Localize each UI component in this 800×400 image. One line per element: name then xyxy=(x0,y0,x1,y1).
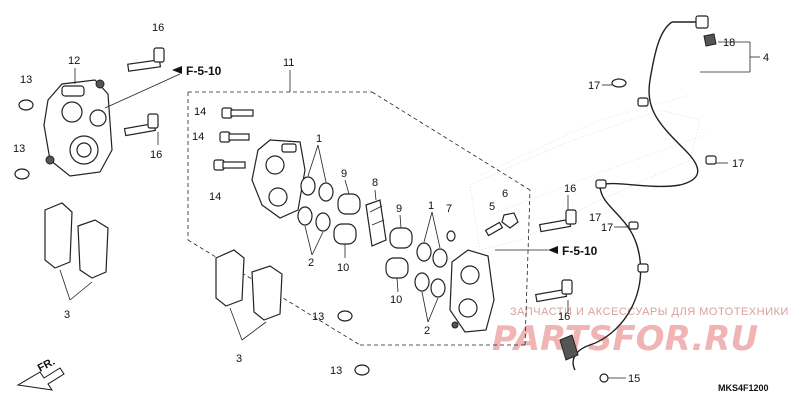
seals-group-b xyxy=(414,211,448,323)
ref-label-bottom: F-5-10 xyxy=(562,244,598,258)
ref-label-top: F-5-10 xyxy=(186,64,222,78)
callout-17-a: 17 xyxy=(588,80,600,92)
callout-14-b: 14 xyxy=(192,131,204,143)
callout-13-a: 13 xyxy=(20,74,32,86)
callout-3-left: 3 xyxy=(64,309,70,321)
callout-14-a: 14 xyxy=(194,106,206,118)
left-brake-pads xyxy=(44,202,109,301)
callout-16-c: 16 xyxy=(564,183,576,195)
callout-4: 4 xyxy=(763,52,769,64)
callout-3-mid: 3 xyxy=(236,353,242,365)
callout-7: 7 xyxy=(446,203,452,215)
bolt-16-mid xyxy=(123,113,159,137)
part-6 xyxy=(501,212,519,229)
bolt-16-right-lower xyxy=(535,279,573,303)
honda-wing-watermark xyxy=(469,94,706,251)
bolts-14 xyxy=(213,107,254,171)
callout-2-a: 2 xyxy=(308,257,314,269)
callout-16-top: 16 xyxy=(152,22,164,34)
diagram-code: MKS4F1200 xyxy=(718,383,769,393)
callout-17-d: 17 xyxy=(601,222,613,234)
callout-9-b: 9 xyxy=(396,203,402,215)
outer-caliper-half xyxy=(449,249,495,333)
inner-caliper-half xyxy=(251,139,306,219)
callout-10-a: 10 xyxy=(337,262,349,274)
callout-12: 12 xyxy=(68,55,80,67)
pad-spring xyxy=(365,189,387,247)
callout-1-a: 1 xyxy=(316,133,322,145)
callout-11: 11 xyxy=(283,57,294,69)
pistons-group-b xyxy=(385,214,413,293)
callout-6: 6 xyxy=(502,188,508,200)
callout-2-b: 2 xyxy=(424,325,430,337)
ref-arrow-bottom xyxy=(495,246,558,254)
pistons-group-a xyxy=(333,179,361,258)
callout-17-c: 17 xyxy=(589,212,601,224)
callout-16-d: 16 xyxy=(558,311,570,323)
abs-sensor-cable xyxy=(559,15,717,383)
callout-13-c: 13 xyxy=(312,311,324,323)
inner-brake-pads xyxy=(215,249,283,341)
front-arrow-icon xyxy=(16,367,65,391)
ref-arrow-top xyxy=(172,66,182,74)
left-caliper xyxy=(43,79,113,177)
callout-1-b: 1 xyxy=(428,200,434,212)
watermark-tagline: ЗАПЧАСТИ И АКСЕССУАРЫ ДЛЯ МОТОТЕХНИКИ xyxy=(510,306,789,318)
part-7 xyxy=(446,230,456,242)
callout-5: 5 xyxy=(489,201,495,213)
callout-13-d: 13 xyxy=(330,365,342,377)
callout-15: 15 xyxy=(628,373,640,385)
callouts: 16 12 13 13 16 3 11 14 14 14 1 9 8 9 1 7… xyxy=(13,22,769,385)
cap-13-upper xyxy=(18,99,34,111)
cap-13-mid xyxy=(337,310,353,322)
bolt-16-right-upper xyxy=(539,209,577,233)
bolt-16-top xyxy=(127,47,165,72)
seals-group-a xyxy=(297,144,334,256)
watermark-site: PARTSFOR.RU xyxy=(492,319,758,359)
callout-16-mid: 16 xyxy=(150,149,162,161)
cap-13-lower xyxy=(14,168,30,180)
callout-8: 8 xyxy=(372,177,378,189)
callout-13-b: 13 xyxy=(13,143,25,155)
callout-18: 18 xyxy=(723,37,735,49)
cap-13-bottom xyxy=(354,364,370,376)
part-5 xyxy=(484,221,504,237)
callout-17-b: 17 xyxy=(732,158,744,170)
callout-9-a: 9 xyxy=(341,168,347,180)
callout-14-c: 14 xyxy=(209,191,221,203)
callout-10-b: 10 xyxy=(390,294,402,306)
